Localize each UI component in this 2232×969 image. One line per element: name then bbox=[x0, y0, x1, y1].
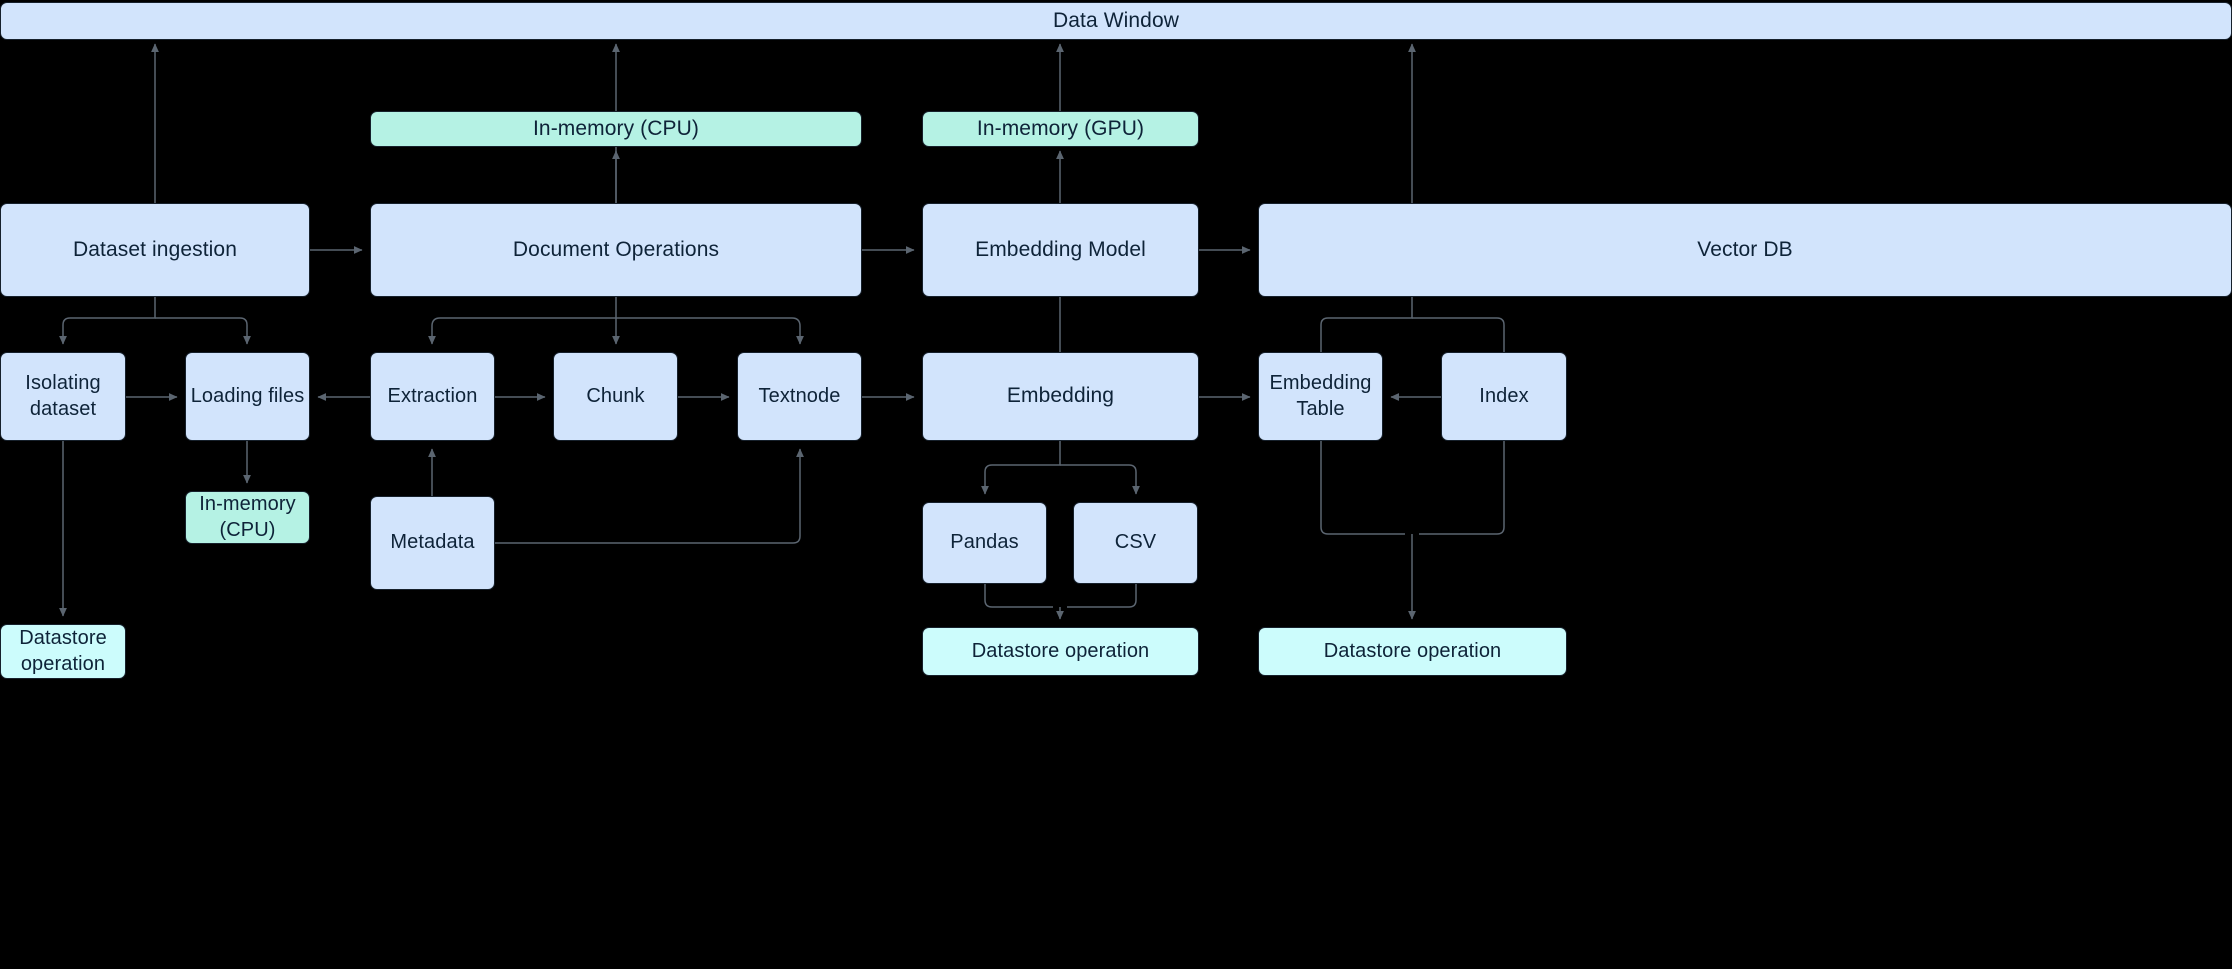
edge-metadata-to-textnode bbox=[495, 448, 804, 544]
edge-ingestion-to-loading bbox=[155, 317, 251, 345]
edge-vectordb-to-index bbox=[1412, 317, 1505, 352]
edge-csv-to-datastore bbox=[1067, 584, 1137, 608]
node-pandas[interactable]: Pandas bbox=[922, 502, 1047, 584]
node-chunk[interactable]: Chunk bbox=[553, 352, 678, 441]
node-embedding-table[interactable]: Embedding Table bbox=[1258, 352, 1383, 441]
node-loading-files[interactable]: Loading files bbox=[185, 352, 310, 441]
edge-ingestion-to-isolating bbox=[59, 297, 156, 345]
node-dataset-ingestion[interactable]: Dataset ingestion bbox=[0, 203, 310, 297]
edge-docops-to-extraction bbox=[428, 297, 617, 345]
edge-docops-to-textnode bbox=[616, 317, 804, 345]
edge-index-to-datastore bbox=[1419, 441, 1505, 535]
node-vector-db[interactable]: Vector DB bbox=[1258, 203, 2232, 297]
node-in-memory-cpu-small[interactable]: In-memory (CPU) bbox=[185, 491, 310, 544]
node-embedding[interactable]: Embedding bbox=[922, 352, 1199, 441]
node-extraction[interactable]: Extraction bbox=[370, 352, 495, 441]
node-csv[interactable]: CSV bbox=[1073, 502, 1198, 584]
node-in-memory-cpu-top[interactable]: In-memory (CPU) bbox=[370, 111, 862, 147]
edge-embtable-to-datastore bbox=[1320, 441, 1405, 535]
node-in-memory-gpu[interactable]: In-memory (GPU) bbox=[922, 111, 1199, 147]
edge-pandas-to-datastore bbox=[984, 584, 1053, 608]
node-data-window[interactable]: Data Window bbox=[0, 2, 2232, 40]
node-datastore-op-right[interactable]: Datastore operation bbox=[1258, 627, 1567, 676]
edge-vectordb-to-embtable bbox=[1320, 297, 1413, 352]
node-metadata[interactable]: Metadata bbox=[370, 496, 495, 590]
node-document-operations[interactable]: Document Operations bbox=[370, 203, 862, 297]
edge-embedding-to-csv bbox=[1060, 464, 1140, 495]
node-isolating-dataset[interactable]: Isolating dataset bbox=[0, 352, 126, 441]
node-datastore-op-mid[interactable]: Datastore operation bbox=[922, 627, 1199, 676]
edge-embedding-to-pandas bbox=[981, 441, 1061, 495]
node-textnode[interactable]: Textnode bbox=[737, 352, 862, 441]
node-embedding-model[interactable]: Embedding Model bbox=[922, 203, 1199, 297]
node-datastore-op-left[interactable]: Datastore operation bbox=[0, 624, 126, 679]
node-index[interactable]: Index bbox=[1441, 352, 1567, 441]
